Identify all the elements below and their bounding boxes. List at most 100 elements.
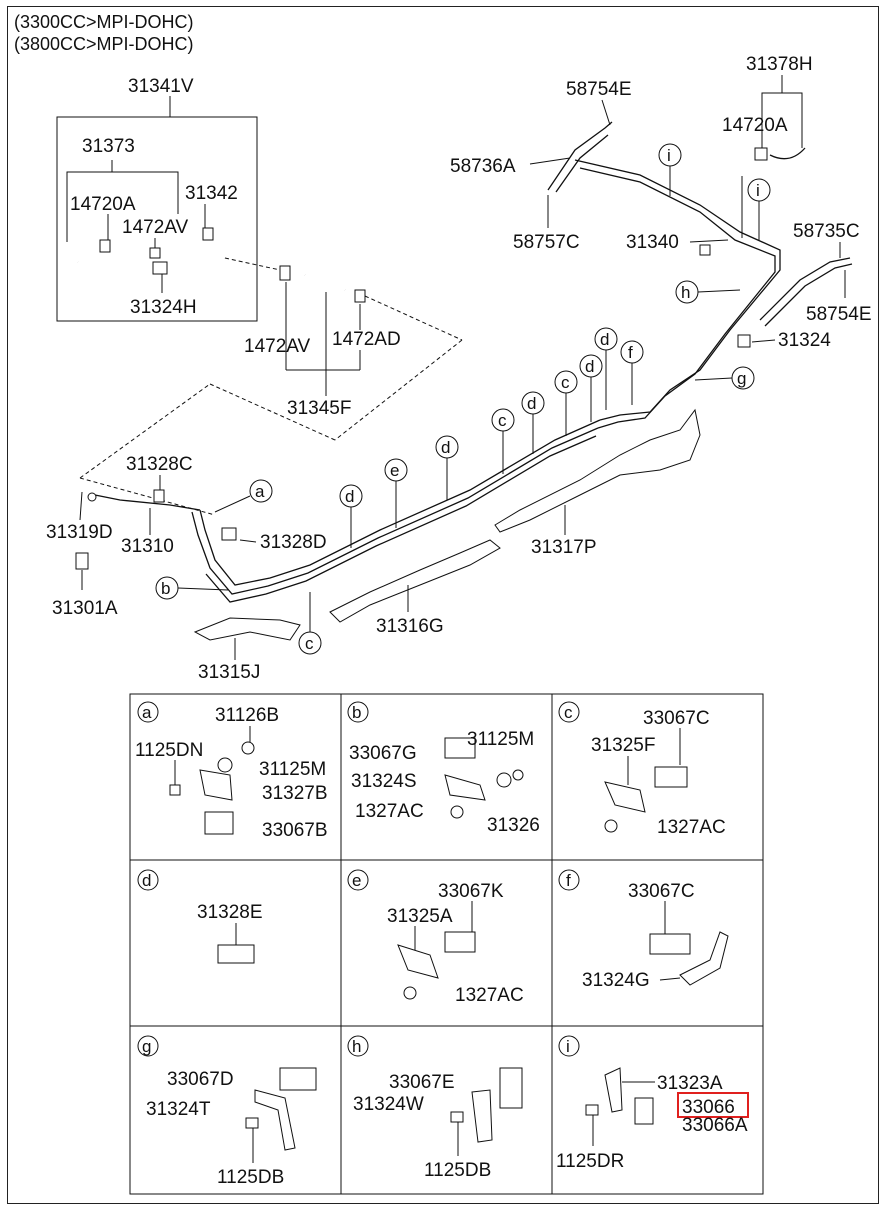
part-33067B: 33067B (262, 820, 328, 841)
engine-spec-2: (3800CC>MPI-DOHC) (14, 34, 194, 54)
part-31373[interactable]: 31373 (82, 136, 135, 157)
part-33067K: 33067K (438, 881, 504, 902)
callout-d-5[interactable]: d (594, 327, 618, 410)
svg-text:i: i (566, 1037, 570, 1056)
part-1125DN: 1125DN (135, 740, 203, 761)
svg-text:d: d (585, 357, 594, 376)
svg-text:f: f (628, 343, 633, 362)
part-33067D: 33067D (167, 1069, 234, 1090)
part-31378H[interactable]: 31378H (746, 54, 813, 75)
svg-text:g: g (142, 1037, 151, 1056)
callout-a[interactable]: a (214, 479, 273, 513)
part-14720A-left[interactable]: 14720A (70, 194, 136, 215)
part-33066[interactable]: 33066 (682, 1097, 735, 1118)
part-31327B: 31327B (262, 783, 328, 804)
part-58754E-right[interactable]: 58754E (806, 304, 872, 325)
part-58757C[interactable]: 58757C (513, 232, 580, 253)
part-31315J[interactable]: 31315J (198, 662, 260, 683)
callout-c-1[interactable]: c (298, 592, 322, 655)
svg-text:g: g (737, 369, 746, 388)
svg-text:h: h (352, 1037, 361, 1056)
svg-text:d: d (527, 394, 536, 413)
callout-b[interactable]: b (155, 576, 229, 600)
svg-text:d: d (600, 330, 609, 349)
part-31341V[interactable]: 31341V (128, 76, 194, 97)
part-31319D[interactable]: 31319D (46, 522, 113, 543)
svg-text:a: a (142, 703, 152, 722)
part-31326: 31326 (487, 815, 540, 836)
part-31328C[interactable]: 31328C (126, 454, 193, 475)
svg-text:b: b (161, 579, 170, 598)
part-1472AV-bottom[interactable]: 1472AV (244, 336, 311, 357)
detail-cell-a: a 31126B 1125DN 31125M 31327B 33067B (135, 701, 328, 841)
part-33067C: 33067C (643, 708, 710, 729)
part-31126B: 31126B (215, 705, 279, 726)
svg-text:i: i (756, 181, 760, 200)
assembly-box-31341V (56, 116, 258, 322)
svg-text:c: c (305, 634, 314, 653)
part-31325F: 31325F (591, 735, 655, 756)
part-31324[interactable]: 31324 (778, 330, 831, 351)
part-14720A-right[interactable]: 14720A (722, 115, 788, 136)
svg-text:e: e (390, 461, 399, 480)
detail-cell-h: h 33067E 31324W 1125DB (347, 1035, 523, 1181)
detail-cell-i: i 31323A 33066 33066A 1125DR (556, 1035, 749, 1172)
callout-f[interactable]: f (620, 340, 644, 405)
part-31324W: 31324W (353, 1094, 424, 1115)
part-33067C: 33067C (628, 881, 695, 902)
part-58736A[interactable]: 58736A (450, 156, 516, 177)
callout-d-2[interactable]: d (435, 435, 459, 500)
diagram-frame (7, 6, 879, 1204)
svg-text:d: d (345, 487, 354, 506)
callout-e[interactable]: e (384, 458, 408, 528)
callout-c-2[interactable]: c (491, 408, 515, 474)
svg-text:c: c (498, 411, 507, 430)
svg-text:a: a (255, 482, 265, 501)
callout-d-1[interactable]: d (339, 484, 363, 548)
part-31125M: 31125M (467, 729, 534, 750)
part-31316G[interactable]: 31316G (376, 616, 444, 637)
highlight-box-33066 (677, 1092, 749, 1118)
part-1472AD[interactable]: 1472AD (332, 329, 401, 350)
callout-g[interactable]: g (694, 366, 755, 390)
part-1125DB: 1125DB (424, 1160, 491, 1181)
svg-text:d: d (441, 438, 450, 457)
part-31340[interactable]: 31340 (626, 232, 679, 253)
svg-text:h: h (681, 283, 690, 302)
svg-text:b: b (352, 703, 361, 722)
detail-cell-d: d 31328E (137, 869, 263, 964)
part-1327AC: 1327AC (355, 801, 424, 822)
callout-i-1[interactable]: i (658, 143, 682, 196)
part-31325A: 31325A (387, 906, 453, 927)
part-1472AV-top[interactable]: 1472AV (122, 217, 189, 238)
callout-d-3[interactable]: d (521, 391, 545, 454)
svg-text:f: f (566, 871, 571, 890)
detail-cell-f: f 33067C 31324G (558, 869, 729, 991)
part-31317P[interactable]: 31317P (531, 537, 597, 558)
part-31342[interactable]: 31342 (185, 183, 238, 204)
part-58754E-top[interactable]: 58754E (566, 79, 632, 100)
engine-spec-1: (3300CC>MPI-DOHC) (14, 12, 194, 32)
part-31324T: 31324T (146, 1099, 211, 1120)
callout-h[interactable]: h (675, 280, 741, 304)
callout-i-2[interactable]: i (747, 178, 771, 240)
svg-text:d: d (142, 871, 151, 890)
part-31324H[interactable]: 31324H (130, 297, 197, 318)
part-31345F[interactable]: 31345F (287, 398, 351, 419)
part-1125DR: 1125DR (556, 1151, 624, 1172)
part-31323A: 31323A (657, 1073, 723, 1094)
detail-grid (129, 693, 764, 1195)
part-33067G: 33067G (349, 743, 417, 764)
part-58735C[interactable]: 58735C (793, 221, 860, 242)
part-31310[interactable]: 31310 (121, 536, 174, 557)
part-1327AC: 1327AC (657, 817, 726, 838)
part-31301A[interactable]: 31301A (52, 598, 118, 619)
svg-text:i: i (667, 146, 671, 165)
callout-d-4[interactable]: d (579, 354, 603, 422)
part-1327AC: 1327AC (455, 985, 524, 1006)
part-31328D[interactable]: 31328D (260, 532, 327, 553)
callout-c-3[interactable]: c (554, 370, 578, 436)
detail-cell-b: b 33067G 31125M 31324S 1327AC 31326 (347, 701, 540, 836)
part-33067E: 33067E (389, 1072, 455, 1093)
